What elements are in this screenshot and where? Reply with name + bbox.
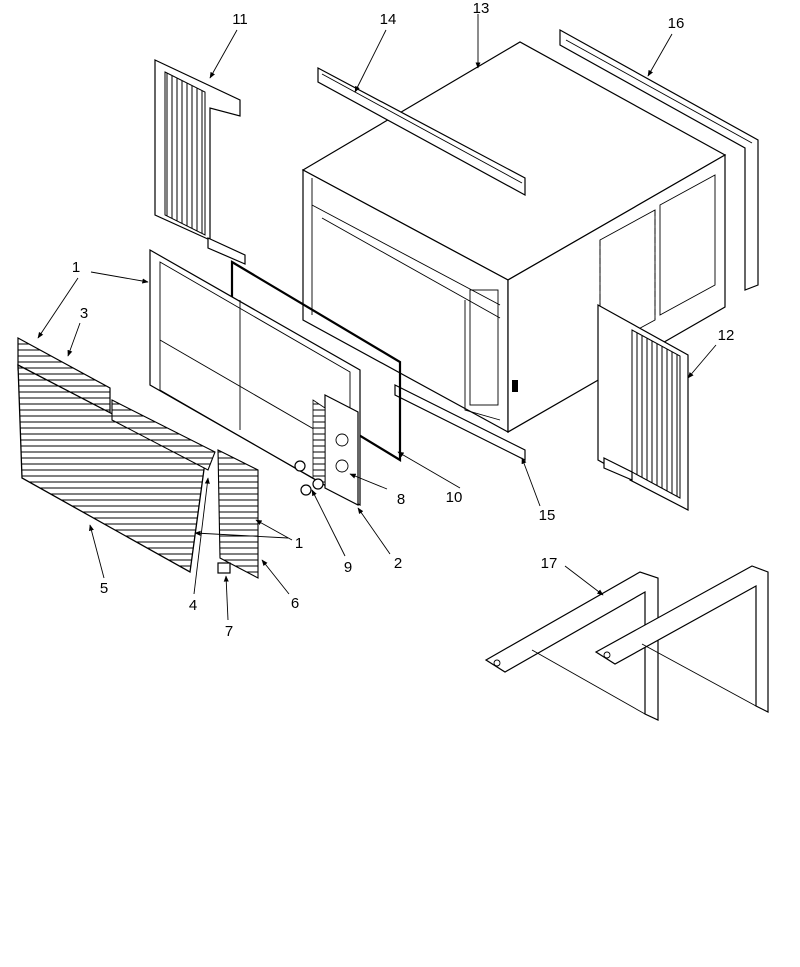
callouts: 1 1 2 3 4 5 6 7 8 9 10 11 12 13 14 15 16… <box>72 0 735 640</box>
callout-2: 2 <box>394 555 402 572</box>
callout-9: 9 <box>344 559 352 576</box>
callout-3: 3 <box>80 305 88 322</box>
leader-lines <box>37 14 717 621</box>
cover-part-7 <box>217 562 231 574</box>
callout-1b: 1 <box>295 535 303 552</box>
side-grille-part-6 <box>217 449 259 579</box>
callout-15: 15 <box>539 507 556 524</box>
callout-17: 17 <box>541 555 558 572</box>
callout-11: 11 <box>232 11 248 28</box>
callout-7: 7 <box>225 623 233 640</box>
right-curtain-part-12 <box>597 303 689 511</box>
callout-4: 4 <box>189 597 197 614</box>
callout-5: 5 <box>100 580 108 597</box>
callout-12: 12 <box>718 327 735 344</box>
callout-8: 8 <box>397 491 405 508</box>
callout-6: 6 <box>291 595 299 612</box>
callout-16: 16 <box>668 15 685 32</box>
support-brackets-part-17 <box>484 565 769 721</box>
callout-1a: 1 <box>72 259 80 276</box>
left-curtain-part-11 <box>154 59 246 265</box>
knobs-part-9 <box>294 460 324 496</box>
front-grille-part-5 <box>17 363 216 574</box>
callout-13: 13 <box>473 0 490 17</box>
cabinet-part-13 <box>301 41 727 434</box>
callout-14: 14 <box>380 11 397 28</box>
rear-panel-part-16 <box>559 28 759 291</box>
callout-10: 10 <box>446 489 463 506</box>
